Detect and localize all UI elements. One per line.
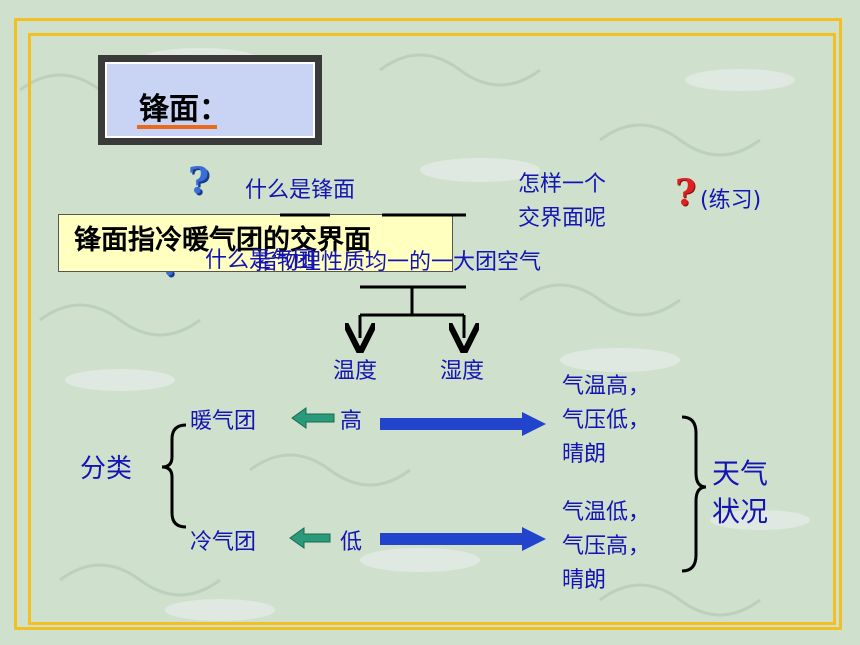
cold-result-line: 气温低， — [562, 500, 651, 525]
cold-level: 低 — [340, 530, 363, 555]
warm-result-line: 气温高， — [562, 374, 651, 399]
outer-frame — [14, 18, 842, 630]
warm-result-line: 晴朗 — [562, 442, 607, 467]
title-box: 锋面： — [98, 55, 322, 145]
cold-result-line: 晴朗 — [562, 568, 607, 593]
air-mass-question: 什么是气团 — [205, 248, 316, 273]
air-mass-explanation: 指物理性质均一的一大团空气 — [255, 250, 542, 275]
front-definition: 锋面指冷暖气团的交界面 — [74, 225, 371, 256]
property-humidity: 湿度 — [440, 359, 485, 384]
weather-label-line2: 状况 — [712, 495, 769, 528]
warm-result-line: 气压低， — [562, 408, 651, 433]
page-title: 锋面： — [139, 92, 229, 127]
warm-level: 高 — [340, 409, 363, 434]
warm-air-mass: 暖气团 — [190, 409, 257, 434]
classification-label: 分类 — [80, 454, 133, 484]
cold-air-mass: 冷气团 — [190, 530, 257, 555]
title-underline — [137, 125, 217, 129]
question-boundary-line1: 怎样一个 — [518, 172, 607, 197]
question-what-is-front: 什么是锋面 — [245, 178, 356, 203]
definition-box — [58, 214, 453, 272]
property-temperature: 温度 — [333, 359, 378, 384]
question-boundary-line2: 交界面呢 — [518, 206, 607, 231]
question-mark-icon: ? — [188, 160, 210, 202]
question-mark-icon: ? — [675, 172, 697, 214]
cold-result-line: 气压高， — [562, 534, 651, 559]
inner-frame — [28, 33, 836, 625]
practice-link[interactable]: (练习) — [700, 188, 762, 213]
title-box-inner: 锋面： — [105, 62, 315, 138]
weather-label-line1: 天气 — [712, 457, 769, 490]
